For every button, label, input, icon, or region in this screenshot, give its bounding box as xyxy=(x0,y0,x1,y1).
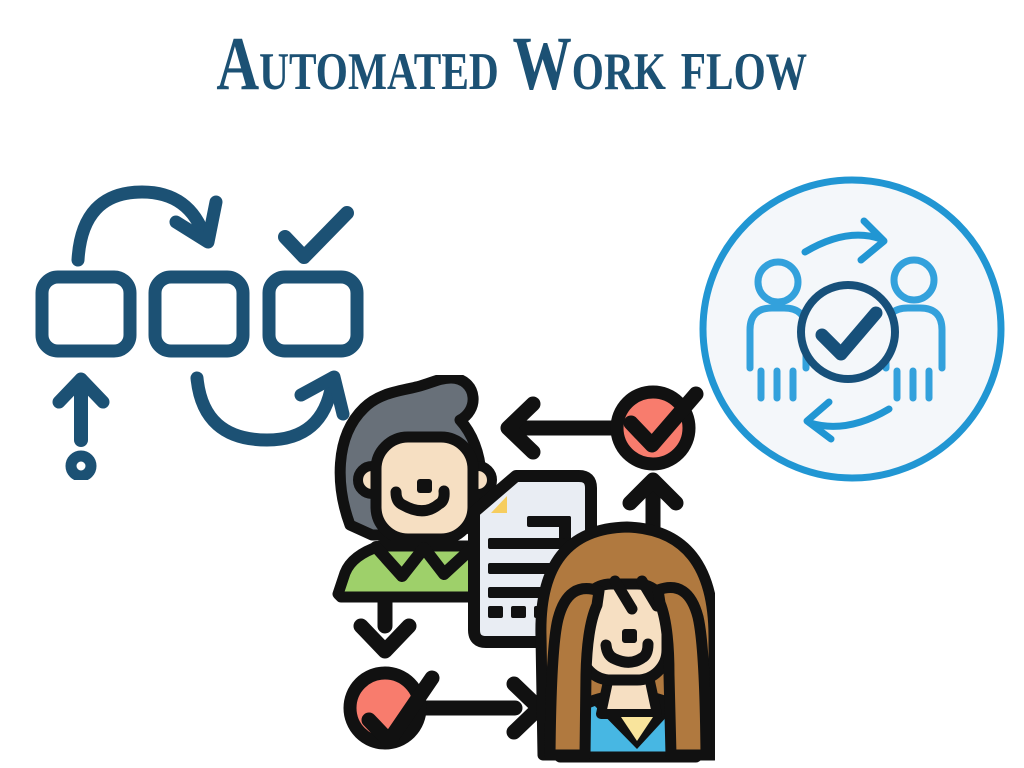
curved-arrow-bottom-icon xyxy=(190,370,350,447)
check-badge-top-right xyxy=(610,385,704,471)
female-nose xyxy=(622,629,637,643)
cycle-arrow-top-icon xyxy=(801,217,888,264)
team-approval-cycle-icon xyxy=(699,176,1005,482)
person-male xyxy=(332,375,507,603)
process-boxes xyxy=(35,270,364,358)
female-smile xyxy=(600,638,654,668)
person-female xyxy=(535,521,715,763)
header: Automated Work flow xyxy=(0,26,1024,102)
curved-arrow-top-icon xyxy=(71,185,223,267)
start-dot xyxy=(65,450,97,480)
female-hair-lock-left xyxy=(544,583,605,761)
up-arrow-icon xyxy=(52,372,110,480)
process-box-3 xyxy=(262,270,364,358)
male-nose xyxy=(417,479,432,493)
check-badge-icon xyxy=(623,386,704,453)
checkmark-icon xyxy=(278,206,354,264)
check-badge-icon xyxy=(361,670,440,749)
arrow-left-icon xyxy=(500,396,626,460)
cycle-arrow-bottom-icon xyxy=(803,398,893,443)
female-hair-lock-right xyxy=(652,582,712,761)
male-smile xyxy=(390,485,450,517)
arrow-down-icon xyxy=(353,589,417,659)
workflow-steps-icon xyxy=(35,185,364,480)
process-box-2 xyxy=(148,270,250,358)
approval-check-icon xyxy=(797,281,899,383)
male-collar xyxy=(370,541,476,582)
people-document-flow-illustration xyxy=(332,375,715,763)
arrow-right-icon xyxy=(416,676,547,740)
document-fold xyxy=(491,496,507,513)
page-title: Automated Work flow xyxy=(216,22,808,106)
process-box-1 xyxy=(35,270,137,358)
check-badge-bottom-left xyxy=(343,666,440,750)
female-collar-triangle xyxy=(621,717,653,741)
